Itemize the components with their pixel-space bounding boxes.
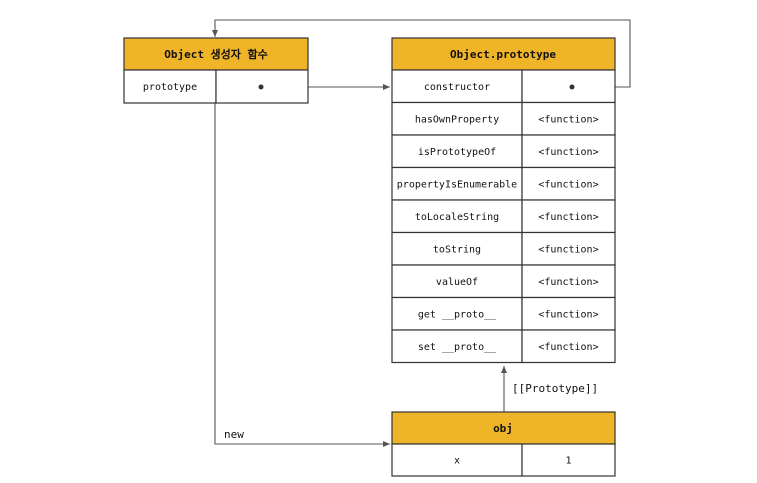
prototype-row-value-cell	[521, 101, 616, 136]
prototype-row-value-cell	[521, 264, 616, 299]
obj-row-value: 1	[565, 456, 571, 467]
prototype-row-value: <function>	[538, 244, 598, 255]
prototype-row-key: propertyIsEnumerable	[397, 179, 517, 190]
prototype-row-value-cell	[521, 69, 616, 104]
prototype-row-value: <function>	[538, 212, 598, 223]
constructor-pointer-dot	[569, 84, 575, 90]
prototype-row-key-cell	[391, 166, 523, 201]
prototype-row-value: <function>	[538, 179, 598, 190]
prototype-row-key: hasOwnProperty	[415, 114, 499, 125]
prototype-row-key: valueOf	[436, 277, 478, 288]
prototype-row-value-cell	[521, 231, 616, 266]
prototype-row-value-cell	[521, 199, 616, 234]
constructor-function-box: Object 생성자 함수 prototype	[123, 37, 309, 104]
obj-row-key: x	[454, 456, 460, 467]
prototype-pointer-dot	[258, 84, 264, 90]
prototype-row-key: get __proto__	[418, 309, 497, 320]
new-link	[214, 103, 390, 447]
prototype-row-value: <function>	[538, 147, 598, 158]
prototype-slot-label: [[Prototype]]	[512, 382, 598, 395]
obj-row-value-cell	[521, 443, 616, 477]
prototype-row-key-cell	[391, 296, 523, 331]
prototype-row-value-cell	[521, 296, 616, 331]
prototype-row-key-cell	[391, 264, 523, 299]
prototype-row-key-cell	[391, 199, 523, 234]
prototype-row-key-cell	[391, 134, 523, 169]
new-label: new	[224, 428, 244, 441]
prototype-row-key: set __proto__	[418, 342, 497, 353]
constructor-prototype-key: prototype	[143, 82, 197, 93]
prototype-row-key: isPrototypeOf	[418, 147, 496, 158]
object-prototype-title: Object.prototype	[450, 48, 556, 61]
prototype-row-key-cell	[391, 231, 523, 266]
prototype-row-value: <function>	[538, 309, 598, 320]
prototype-row-value: <function>	[538, 342, 598, 353]
prototype-row-value: <function>	[538, 277, 598, 288]
prototype-row-key: constructor	[424, 82, 490, 93]
constructor-function-title: Object 생성자 함수	[164, 47, 268, 61]
prototype-row-value: <function>	[538, 114, 598, 125]
object-prototype-box: Object.prototype constructor hasOwnProper…	[391, 37, 616, 364]
obj-row-key-cell	[391, 443, 523, 477]
prototype-row-value-cell	[521, 134, 616, 169]
prototype-row-value-cell	[521, 329, 616, 364]
prototype-row-key: toLocaleString	[415, 212, 499, 223]
obj-box: obj x 1	[391, 411, 616, 477]
prototype-row-key: toString	[433, 244, 481, 255]
obj-title: obj	[493, 422, 513, 435]
